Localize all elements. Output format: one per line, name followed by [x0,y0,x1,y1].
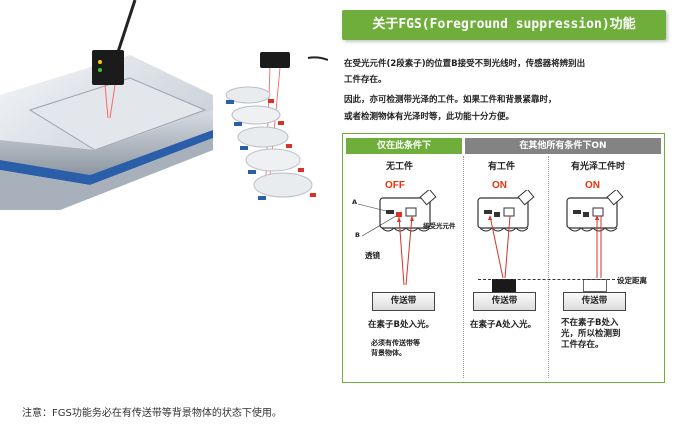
label-a: A [352,198,358,206]
distance-line [478,279,620,280]
col1-header: 仅在此条件下 [346,138,462,154]
description-line-3: 因此，亦可检测带光泽的工件。如果工件和背景紧靠时， [344,95,557,105]
col2-header: 在其他所有条件下ON [465,138,661,154]
label-lens: 透镜 [365,251,380,260]
glossy-work-piece [583,279,607,292]
description-line-1: 在受光元件(2段素子)的位置B接受不到光线时，传感器将辨别出 [344,59,586,69]
conveyor: 传送带 [473,292,536,311]
case-title: 无工件 [386,162,414,172]
state-label: OFF [385,180,405,191]
label-receiver: 接受光元件 [423,222,456,230]
work-piece [492,279,516,292]
sensor-packages-photo [218,0,328,210]
column-divider [548,156,549,378]
sensor-diagram-off [357,190,437,286]
case-note: 在素子B处入光。 [368,320,434,330]
sensor-diagram-on-glossy [566,190,624,278]
label-distance: 设定距离 [617,276,647,285]
page-title: 关于FGS(Foreground suppression)功能 [372,17,636,32]
description-line-4: 或者检测物体有光泽时等，此功能十分方便。 [344,112,515,122]
case-title: 有工件 [488,162,516,172]
sensor-conveyor-photo [0,0,213,210]
header-band [342,10,666,40]
state-label: ON [585,180,600,191]
description-line-2: 工件存在。 [344,75,387,85]
diagram-panel [342,133,665,383]
sensor-diagram-on-work [477,190,535,279]
case-extra-note: 必须有传送带等 背景物体。 [371,339,420,357]
state-label: ON [492,180,507,191]
column-divider [463,156,464,378]
case-note: 不在素子B处入 光，所以检测到 工件存在。 [561,318,621,350]
conveyor: 传送带 [563,292,626,311]
footnote: 注意：FGS功能务必在有传送带等背景物体的状态下使用。 [22,408,282,419]
conveyor: 传送带 [372,292,435,311]
case-title: 有光泽工件时 [571,162,626,172]
label-b: B [355,231,360,239]
case-note: 在素子A处入光。 [470,320,537,330]
